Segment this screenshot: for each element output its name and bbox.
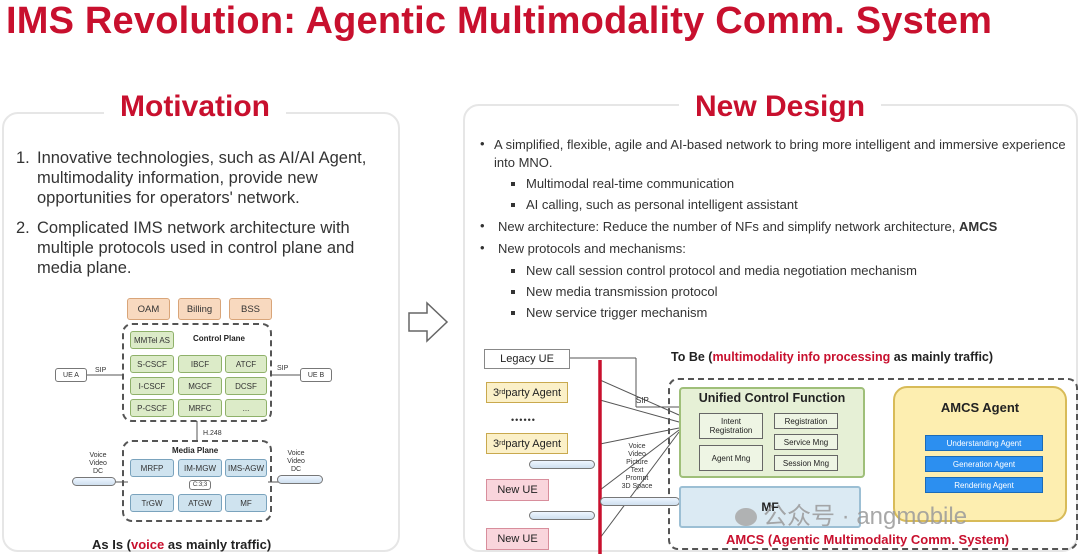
new-ue-node: New UE xyxy=(486,528,549,550)
mgcf-node: MGCF xyxy=(178,377,222,395)
sub-bullet-item: Multimodal real-time communication xyxy=(526,176,735,191)
mf-node-asis: MF xyxy=(225,494,267,512)
h248-label: H.248 xyxy=(203,430,222,437)
bullet-item: New architecture: Reduce the number of N… xyxy=(498,219,998,234)
unified-control-function: Unified Control Function Intent Registra… xyxy=(679,387,865,478)
sub-bullet-item: New media transmission protocol xyxy=(526,284,718,299)
motivation-item: 1. Innovative technologies, such as AI/A… xyxy=(16,148,396,208)
control-plane-label: Control Plane xyxy=(193,334,246,343)
ucf-title: Unified Control Function xyxy=(698,391,846,405)
media-right-label: Voice Video DC xyxy=(287,450,305,473)
dcsf-node: DCSF xyxy=(225,377,267,395)
as-is-connectors xyxy=(80,374,302,483)
sub-bullet-item: AI calling, such as personal intelligent… xyxy=(526,197,798,212)
generation-agent-node: Generation Agent xyxy=(925,456,1043,472)
sub-bullet-item: New call session control protocol and me… xyxy=(526,263,917,278)
registration-node: Registration xyxy=(774,413,838,429)
media-pipe-right-icon xyxy=(277,475,323,484)
i-cscf-node: I-CSCF xyxy=(130,377,174,395)
s-cscf-node: S-CSCF xyxy=(130,355,174,373)
ibcf-node: IBCF xyxy=(178,355,222,373)
mrfc-node: MRFC xyxy=(178,399,222,417)
mrfp-node: MRFP xyxy=(130,459,174,477)
more-control-node: ... xyxy=(225,399,267,417)
to-be-caption: To Be (multimodality info processing as … xyxy=(671,350,994,364)
right-arrow-icon xyxy=(408,301,449,343)
wechat-icon xyxy=(735,508,757,526)
p-cscf-node: P-CSCF xyxy=(130,399,174,417)
media-plane-group xyxy=(122,440,272,522)
media-pipe-icon xyxy=(529,460,595,469)
ims-agw-node: IMS-AGW xyxy=(225,459,267,477)
motivation-list: 1. Innovative technologies, such as AI/A… xyxy=(16,148,396,288)
as-is-caption: As Is (voice as mainly traffic) xyxy=(92,537,272,552)
motivation-item-text: Complicated IMS network architecture wit… xyxy=(37,219,355,277)
mmtel-as-node: MMTel AS xyxy=(130,331,174,349)
amcs-agent-title: AMCS Agent xyxy=(940,400,1020,415)
mf-node: MF xyxy=(679,486,861,528)
amcs-agent-group: AMCS Agent Understanding Agent Generatio… xyxy=(893,386,1067,522)
control-plane-group xyxy=(122,323,272,422)
more-agents-dots: •••••• xyxy=(511,415,536,425)
motivation-item: 2. Complicated IMS network architecture … xyxy=(16,218,396,278)
oam-node: OAM xyxy=(127,298,170,320)
atgw-node: ATGW xyxy=(178,494,222,512)
cx3-label: C:3;3 xyxy=(189,480,211,490)
trgw-node: TrGW xyxy=(130,494,174,512)
bss-node: BSS xyxy=(229,298,272,320)
ue-b-node: UE B xyxy=(300,368,332,382)
bullet-item: A simplified, flexible, agile and AI-bas… xyxy=(494,137,1066,170)
sub-bullet-item: New service trigger mechanism xyxy=(526,305,708,320)
motivation-item-text: Innovative technologies, such as AI/AI A… xyxy=(37,149,367,207)
new-design-heading: New Design xyxy=(679,90,882,124)
amcs-system-group xyxy=(668,378,1078,550)
watermark: 公众号 · angmobile xyxy=(735,496,967,531)
understanding-agent-node: Understanding Agent xyxy=(925,435,1043,451)
agent-mng-node: Agent Mng xyxy=(699,445,763,471)
to-be-connectors xyxy=(570,357,680,554)
service-mng-node: Service Mng xyxy=(774,434,838,450)
billing-node: Billing xyxy=(178,298,221,320)
sip-left-label: SIP xyxy=(95,367,107,374)
sip-right-label: SIP xyxy=(277,365,289,372)
atcf-node: ATCF xyxy=(225,355,267,373)
new-ue-node: New UE xyxy=(486,479,549,501)
rendering-agent-node: Rendering Agent xyxy=(925,477,1043,493)
media-types-label: Voice Video Picture Text Prompt 3D Space xyxy=(621,443,653,490)
ue-a-node: UE A xyxy=(55,368,87,382)
media-pipe-left-icon xyxy=(72,477,116,486)
session-mng-node: Session Mng xyxy=(774,455,838,471)
media-left-label: Voice Video DC xyxy=(89,452,107,475)
page-title: IMS Revolution: Agentic Multimodality Co… xyxy=(6,0,993,42)
amcs-full-label: AMCS (Agentic Multimodality Comm. System… xyxy=(726,532,1010,547)
motivation-panel xyxy=(2,112,400,552)
sip-label: SIP xyxy=(636,396,649,405)
media-plane-label: Media Plane xyxy=(172,446,219,455)
media-pipe-icon xyxy=(600,497,680,506)
legacy-ue-node: Legacy UE xyxy=(484,349,570,369)
bullet-item: New protocols and mechanisms: xyxy=(498,241,686,256)
im-mgw-node: IM-MGW xyxy=(178,459,222,477)
media-pipe-icon xyxy=(529,511,595,520)
motivation-heading: Motivation xyxy=(104,90,286,124)
intent-registration-node: Intent Registration xyxy=(699,413,763,439)
